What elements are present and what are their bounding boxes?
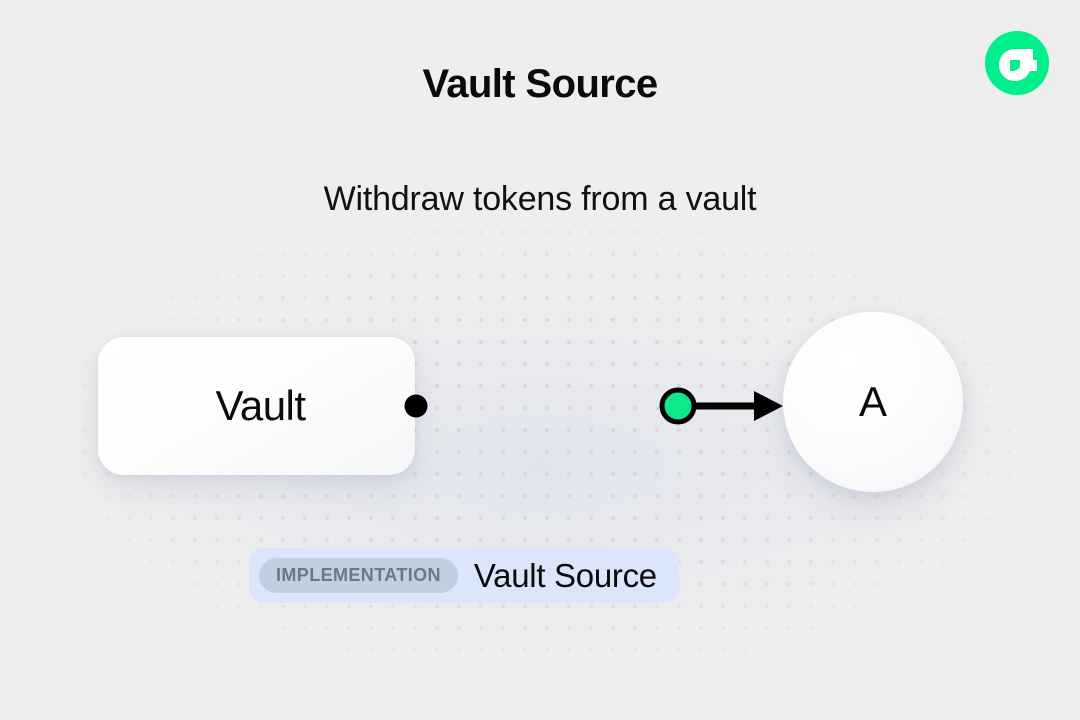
- page-title: Vault Source: [422, 62, 658, 106]
- node-vault-label: Vault: [215, 382, 306, 429]
- node-vault[interactable]: Vault: [98, 337, 415, 475]
- node-account-label: A: [858, 378, 887, 425]
- connector-vault-to-account: [404, 387, 783, 425]
- page-subtitle: Withdraw tokens from a vault: [323, 180, 757, 218]
- implementation-kind-pill: IMPLEMENTATION: [259, 558, 458, 593]
- flow-logo-icon: [999, 49, 1037, 81]
- connector-arrowhead-icon: [754, 391, 783, 421]
- node-account[interactable]: A: [783, 312, 963, 492]
- connector-source-handle-icon[interactable]: [404, 394, 428, 418]
- implementation-name: Vault Source: [473, 556, 657, 594]
- connector-mid-node-icon[interactable]: [659, 387, 697, 425]
- flow-logo: [985, 31, 1049, 95]
- implementation-badge[interactable]: IMPLEMENTATION Vault Source: [249, 548, 679, 603]
